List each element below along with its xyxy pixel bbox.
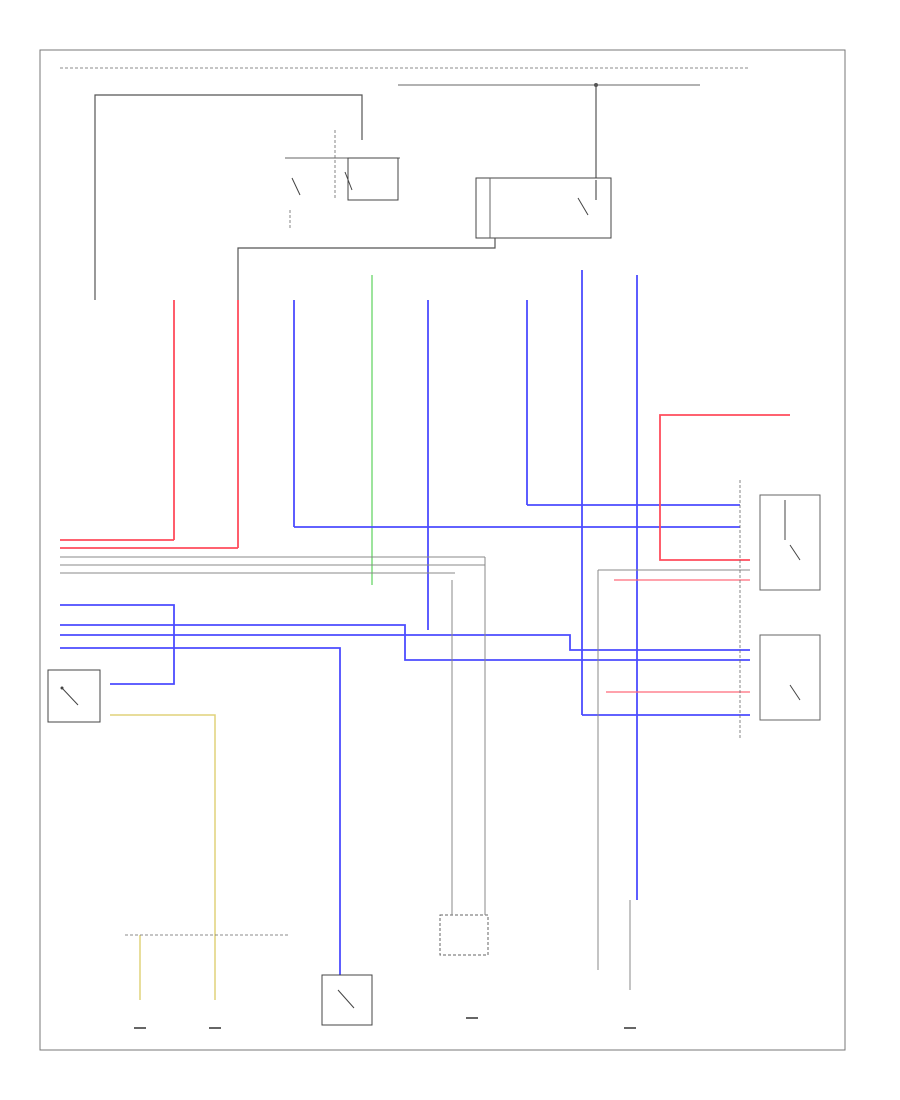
control-module-bottom	[439, 557, 489, 956]
blue-bundle-1	[60, 604, 175, 685]
relay-right-upper	[759, 494, 821, 591]
switch-bottom-center	[321, 974, 373, 1026]
blue-bundle-2	[60, 624, 750, 661]
diagram-frame	[39, 49, 846, 1051]
fuse-node	[594, 83, 598, 87]
yellow-wire	[110, 714, 216, 1000]
top-left-loop-wire	[94, 94, 363, 300]
switch-left-panel	[47, 669, 101, 723]
supply-line-left	[237, 238, 496, 300]
blue-bundle-4	[60, 647, 341, 975]
red-loop-right	[659, 414, 790, 561]
relay-top-left	[289, 130, 399, 230]
relay-top-right	[475, 177, 612, 239]
relay-right-lower	[759, 634, 821, 721]
blue-bundle-3	[60, 634, 750, 651]
